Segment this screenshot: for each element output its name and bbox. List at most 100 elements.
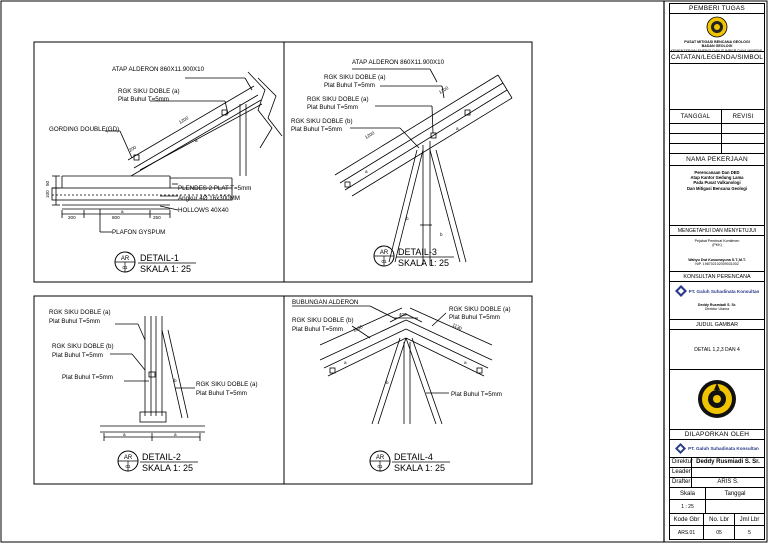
detail-1-scale: SKALA 1: 25 [140, 264, 191, 274]
member-a-1: a [195, 138, 198, 143]
detail-1-badge-bottom: 01 [122, 265, 128, 270]
judul-value: DETAIL 1,2,3 DAN 4 [670, 330, 764, 370]
dim-250: 250 [153, 215, 161, 220]
d2-label-rgk-a2: RGK SIKU DOBLE (a) [196, 381, 258, 388]
detail-2-scale: SKALA 1: 25 [142, 463, 193, 473]
d3-label-rgk-a2: RGK SIKU DOBLE (a) [307, 96, 369, 103]
project-line-4: Dan Mitigasi Bencana Geologi [686, 185, 748, 191]
member-a-2: a [121, 209, 124, 214]
member-a-6: a [174, 432, 177, 437]
tanggal-revisi-header: TANGGAL REVISI [670, 110, 764, 124]
d3-label-plat-b: Plat Buhul T=5mm [291, 126, 342, 133]
company-logo-icon-2 [675, 443, 687, 454]
skala-header-row: Skala Tanggal [670, 488, 764, 500]
member-b-2: b [440, 232, 443, 237]
member-b-1: b [406, 216, 409, 221]
member-a-3: a [365, 169, 368, 174]
detail-1-name: DETAIL-1 [140, 253, 179, 263]
agency-logo-icon [706, 16, 728, 38]
detail-2-badge-top: AR [124, 455, 133, 461]
member-b-4: b [386, 380, 389, 385]
title-block: PEMBERI TUGAS PUSAT MITIGASI BENCANA GEO… [669, 3, 765, 540]
catatan-area [670, 64, 764, 110]
dilaporkan-header: DILAPORKAN OLEH [670, 430, 764, 440]
agency-line1: PUSAT MITIGASI BENCANA GEOLOGI [684, 40, 750, 44]
project-line-3: Pada Pusat Vulkanologi [693, 180, 741, 186]
dim-400: 400 [399, 312, 407, 317]
dim-1130-a: 1130 [352, 324, 363, 333]
d2-label-plat-a2: Plat Buhul T=5mm [196, 390, 247, 397]
d4-label-bubungan: BUBUNGAN ALDERON [292, 299, 358, 306]
catatan-header: CATATAN/LEGENDA/SIMBOL [670, 52, 764, 64]
role-label-leader: Leader [672, 468, 692, 477]
kode-value: ARS.01 [670, 526, 704, 539]
konsultan-block: PT. Galuh Suhadinata Konsultan Deddy Rus… [670, 282, 764, 320]
role-value-leader [692, 468, 764, 477]
company-name-2: PT. Galuh Suhadinata Konsultan [688, 446, 759, 451]
panel-detail-1 [33, 41, 285, 283]
detail-4-name: DETAIL-4 [394, 452, 433, 462]
project-line-1: Perencanaan Dan DED [694, 170, 740, 175]
panel-detail-3 [283, 41, 533, 283]
mengetahui-header: MENGETAHUI DAN MENYETUJUI [670, 226, 764, 236]
no-label: No. Lbr [704, 514, 735, 525]
dim-200-b: 200 [68, 215, 76, 220]
detail-3-title: AR 01 DETAIL-3 SKALA 1: 25 [373, 245, 454, 268]
detail-4-scale: SKALA 1: 25 [394, 463, 445, 473]
dim-1200-a: 1200 [178, 115, 190, 125]
d4-label-plat-a: Plat Buhul T=5mm [449, 314, 500, 321]
role-leader: Leader [670, 468, 764, 478]
agency-block: PUSAT MITIGASI BENCANA GEOLOGI BADAN GEO… [670, 14, 764, 53]
nama-pekerjaan-header: NAMA PEKERJAAN [670, 154, 764, 166]
agency-emblem-icon [698, 380, 736, 418]
member-a-7: a [344, 360, 347, 365]
member-a-4: a [456, 126, 459, 131]
detail-4-title: AR 01 DETAIL-4 SKALA 1: 25 [369, 450, 450, 473]
judul-header: JUDUL GAMBAR [670, 320, 764, 330]
detail-2-drawing [100, 316, 205, 441]
d4-label-rgk-b: RGK SIKU DOBLE (b) [292, 317, 354, 324]
detail-2-name: DETAIL-2 [142, 452, 181, 462]
role-label-direktur: Direktur [672, 458, 694, 467]
role-label-drafter: Drafter [672, 478, 692, 487]
jml-value: 5 [748, 529, 751, 536]
detail-4-badge-bottom: 01 [377, 464, 383, 469]
ppk-line-2: (PKK) [712, 243, 722, 248]
d4-label-rgk-a: RGK SIKU DOBLE (a) [449, 306, 511, 313]
logo-block [670, 370, 764, 430]
detail-3-badge-top: AR [380, 250, 389, 256]
detail-4-badge-top: AR [376, 455, 385, 461]
tanggal-header: TANGGAL [670, 110, 722, 123]
director-title: Direktur Utama [704, 307, 730, 312]
d1-label-rgk-a: RGK SIKU DOBLE (a) [118, 88, 180, 95]
detail-3-name: DETAIL-3 [398, 247, 437, 257]
dim-200-a: 200 [128, 144, 138, 152]
revisi-header: REVISI [732, 113, 754, 120]
company-logo-icon [674, 285, 687, 297]
d4-label-plat-b: Plat Buhul T=5mm [292, 326, 343, 333]
ppk-block: Pejabat Pembuat Komitmen (PKK) Wahyu Dwi… [670, 236, 764, 272]
d3-label-rgk-a: RGK SIKU DOBLE (a) [324, 74, 386, 81]
dim-100: 100 [45, 190, 50, 198]
kode-value-row: ARS.01 05 5 [670, 526, 764, 539]
agency-line2: BADAN GEOLOGI [701, 44, 733, 49]
ppk-line-1: Pejabat Pembuat Komitmen [694, 239, 740, 243]
dim-1200-c: 1200 [364, 130, 376, 140]
project-description: Perencanaan Dan DED Atap Kantor Gedung L… [670, 166, 764, 226]
dilaporkan-company: PT. Galuh Suhadinata Konsultan [670, 440, 764, 458]
agency-line3: KEMENTERIAN ENERGI DAN SUMBER DAYA MINER… [670, 48, 764, 53]
pemberi-tugas-header: PEMBERI TUGAS [670, 4, 764, 14]
d2-label-plat: Plat Buhul T=5mm [62, 374, 113, 381]
d1-label-plendes: PLENDES 2 PLAT T=5mm [178, 185, 251, 192]
project-line-2: Atap Kantor Gedung Lama [690, 175, 744, 181]
no-value: 05 [704, 526, 735, 539]
ppk-name: Wahyu Dwi Kusumayuna S.T.,M.T. [688, 257, 746, 262]
detail-1-drawing [51, 71, 283, 233]
detail-4-drawing [292, 305, 493, 425]
detail-3-scale: SKALA 1: 25 [398, 258, 449, 268]
d1-label-hollows: HOLLOWS 40X40 [178, 207, 229, 214]
d1-label-angkur: Angkur 4Ø 16x300MM [178, 195, 240, 202]
member-b-3: b [174, 378, 177, 383]
panel-detail-4 [283, 295, 533, 485]
